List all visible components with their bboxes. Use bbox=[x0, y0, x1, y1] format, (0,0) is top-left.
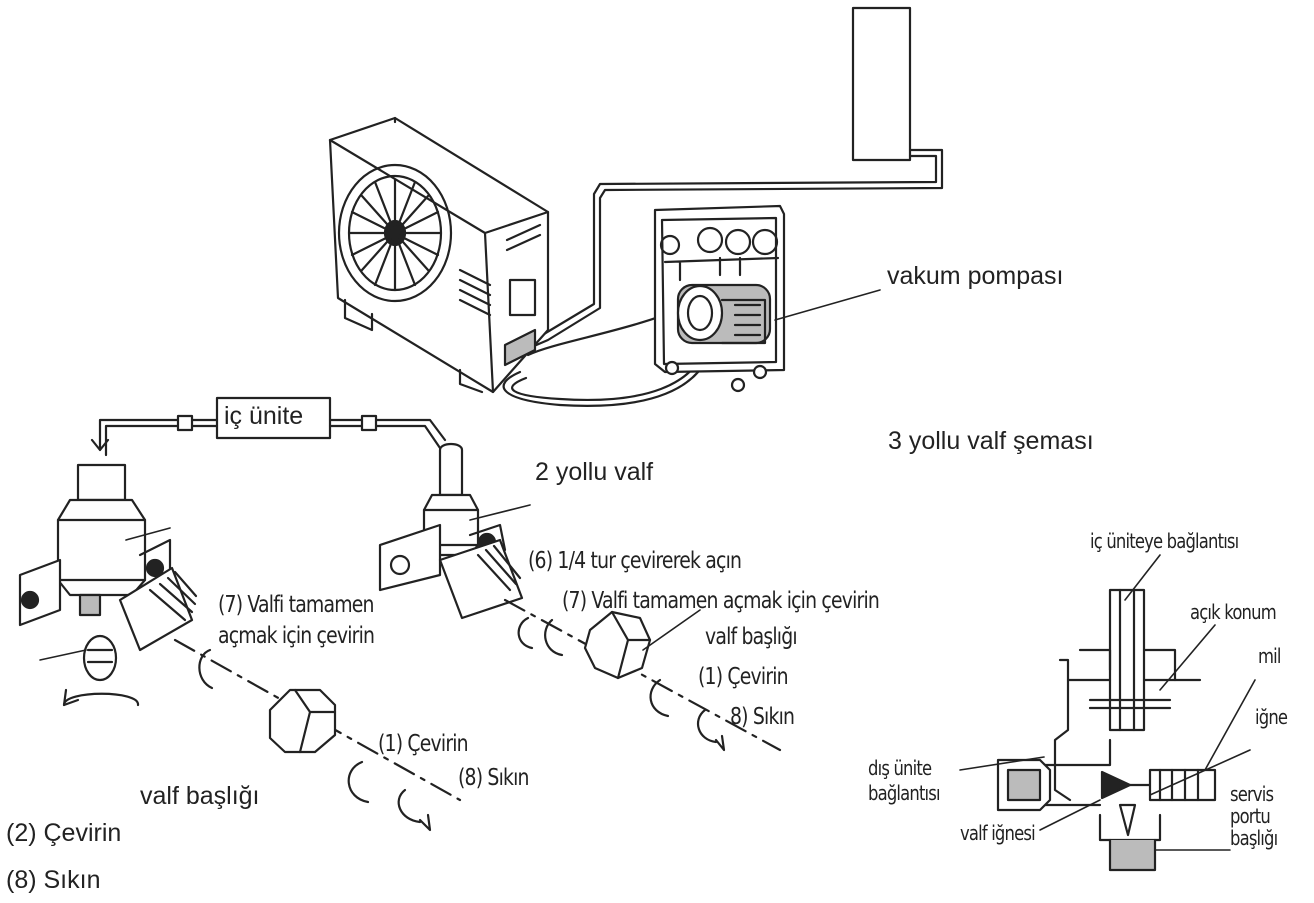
label-indoor-unit: iç ünite bbox=[224, 402, 304, 430]
label-turn-fully-open-left-1: (7) Valfi tamamen bbox=[218, 592, 375, 618]
label-outdoor-connection-1: dış ünite bbox=[868, 756, 932, 780]
label-open-position: açık konum bbox=[1190, 600, 1277, 624]
label-valve-cap-right: valf başlığı bbox=[705, 624, 798, 650]
outdoor-unit bbox=[328, 116, 550, 394]
label-service-1: servis bbox=[1230, 782, 1274, 806]
three-way-valve-schematic bbox=[959, 554, 1256, 872]
label-valve-cap-left: valf başlığı bbox=[140, 782, 260, 810]
label-needle: iğne bbox=[1255, 705, 1288, 729]
refrigerant-pipes bbox=[502, 148, 944, 407]
indoor-unit-pipe-loop bbox=[90, 396, 447, 457]
label-tighten-right: 8) Sıkın bbox=[730, 704, 795, 730]
label-vacuum-pump: vakum pompası bbox=[887, 262, 1064, 290]
label-service-2: portu bbox=[1230, 804, 1271, 828]
label-tighten-left: (8) Sıkın bbox=[458, 765, 529, 791]
label-turn-left: (1) Çevirin bbox=[378, 731, 469, 757]
label-open-quarter-turn: (6) 1/4 tur çevirerek açın bbox=[528, 548, 742, 574]
label-turn-bottom: (2) Çevirin bbox=[6, 819, 122, 847]
label-tighten-bottom: (8) Sıkın bbox=[6, 866, 101, 894]
label-three-way-title: 3 yollu valf şeması bbox=[888, 427, 1094, 455]
two-way-valve bbox=[378, 442, 782, 752]
label-to-indoor-connection: iç üniteye bağlantısı bbox=[1090, 529, 1239, 553]
label-turn-fully-open-left-2: açmak için çevirin bbox=[218, 623, 375, 649]
label-two-way-valve: 2 yollu valf bbox=[535, 458, 654, 486]
vacuum-pump bbox=[653, 204, 881, 393]
left-three-way-valve bbox=[18, 463, 462, 832]
label-turn-right: (1) Çevirin bbox=[698, 664, 789, 690]
indoor-unit-box bbox=[851, 6, 912, 162]
label-turn-fully-open-right: (7) Valfi tamamen açmak için çevirin bbox=[562, 588, 880, 614]
label-outdoor-connection-2: bağlantısı bbox=[868, 781, 941, 805]
label-service-3: başlığı bbox=[1230, 826, 1278, 850]
label-valve-needle: valf iğnesi bbox=[960, 821, 1036, 845]
label-shaft: mil bbox=[1258, 644, 1281, 668]
